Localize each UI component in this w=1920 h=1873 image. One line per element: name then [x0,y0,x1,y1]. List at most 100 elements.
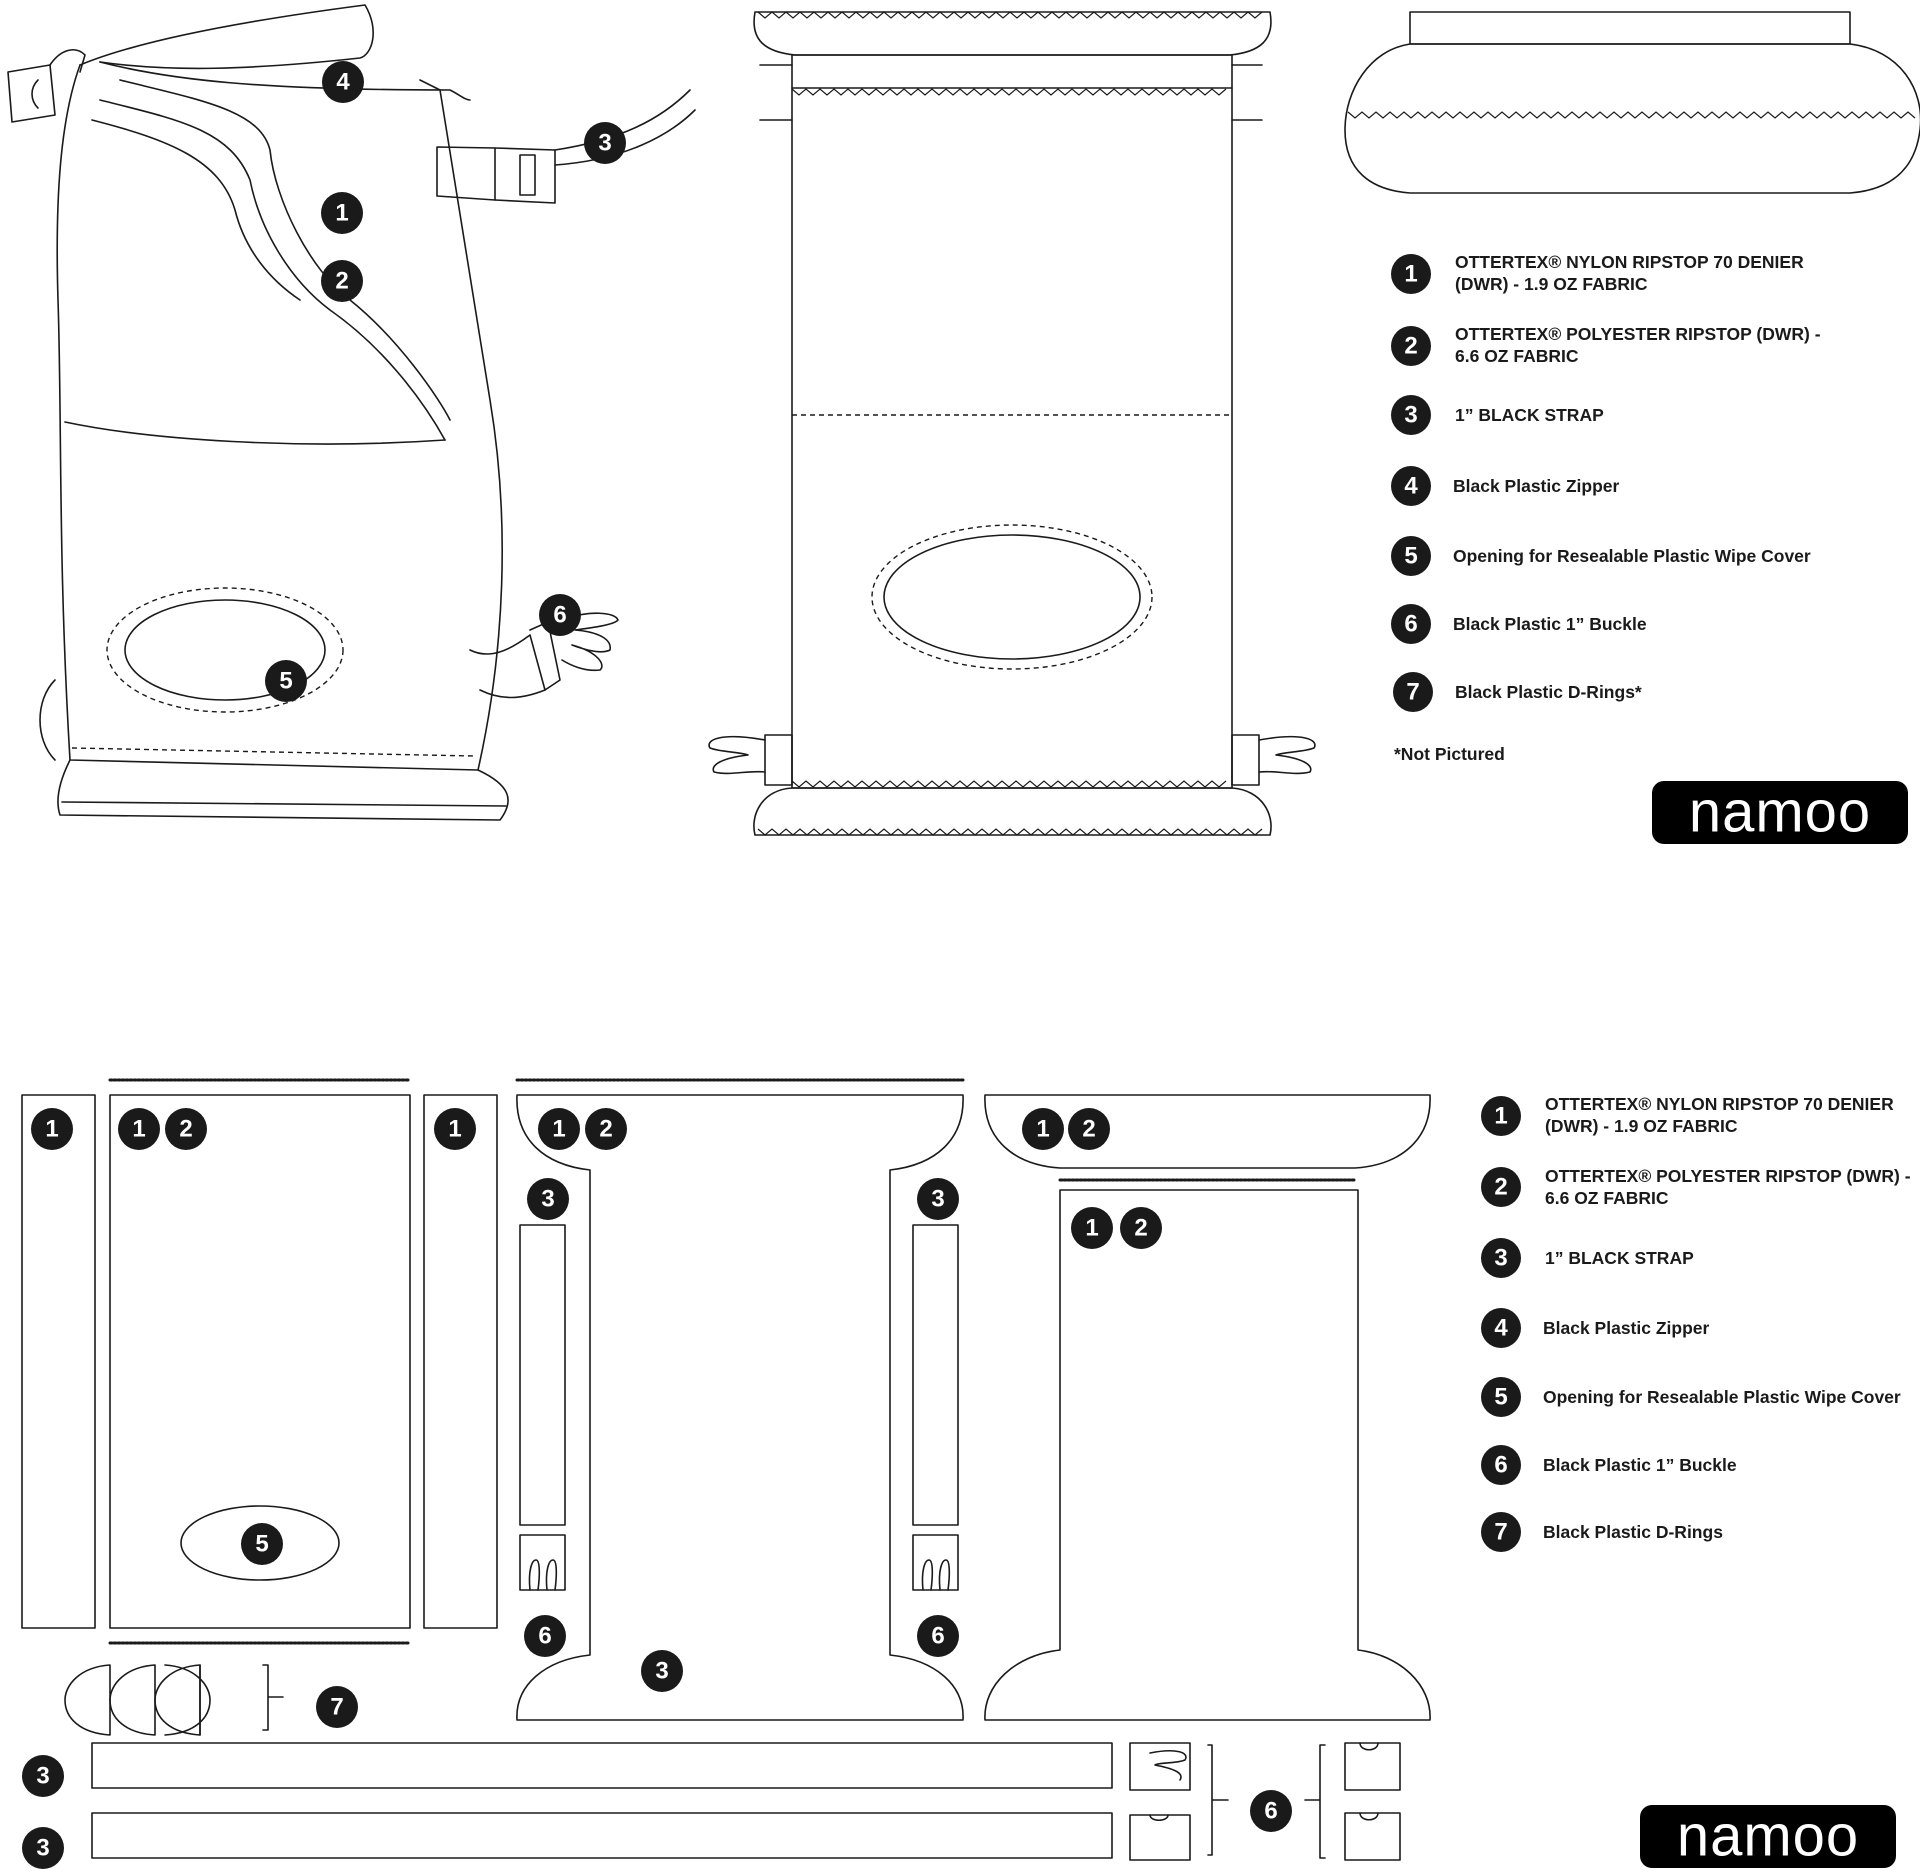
badge-2: 2 [1120,1207,1162,1249]
svg-text:3: 3 [541,1186,554,1213]
svg-text:7: 7 [1406,679,1419,706]
svg-text:Black Plastic 1” Buckle: Black Plastic 1” Buckle [1453,614,1647,634]
svg-text:7: 7 [330,1694,343,1721]
svg-text:6: 6 [931,1623,944,1650]
svg-text:OTTERTEX® POLYESTER RIPSTOP (D: OTTERTEX® POLYESTER RIPSTOP (DWR) - [1545,1166,1911,1186]
badge-3: 3 [917,1178,959,1220]
legend-bottom-item-1: 1 OTTERTEX® NYLON RIPSTOP 70 DENIER (DWR… [1481,1094,1894,1136]
badge-1: 1 [1071,1207,1113,1249]
badge-6: 6 [539,594,581,636]
svg-text:3: 3 [598,130,611,157]
svg-text:(DWR) - 1.9 OZ FABRIC: (DWR) - 1.9 OZ FABRIC [1545,1116,1738,1136]
zigzag-top-2 [791,88,1227,96]
badge-2: 2 [165,1108,207,1150]
svg-text:2: 2 [1404,333,1417,360]
badge-2: 2 [1068,1108,1110,1150]
svg-text:Black Plastic Zipper: Black Plastic Zipper [1543,1318,1710,1338]
svg-text:OTTERTEX® POLYESTER RIPSTOP (D: OTTERTEX® POLYESTER RIPSTOP (DWR) - [1455,324,1821,344]
svg-text:4: 4 [336,69,350,96]
svg-text:OTTERTEX® NYLON RIPSTOP 70 DEN: OTTERTEX® NYLON RIPSTOP 70 DENIER [1455,252,1804,272]
svg-text:5: 5 [279,668,292,695]
svg-text:1: 1 [1404,261,1417,288]
svg-text:Black Plastic D-Rings*: Black Plastic D-Rings* [1455,682,1642,702]
bag-front-view [708,11,1316,836]
svg-text:2: 2 [335,268,348,295]
namoo-logo-bottom: namoo [1640,1804,1896,1869]
svg-text:2: 2 [179,1116,192,1143]
svg-text:1” BLACK STRAP: 1” BLACK STRAP [1545,1248,1694,1268]
svg-text:3: 3 [1494,1245,1507,1272]
badge-6: 6 [1250,1790,1292,1832]
svg-text:4: 4 [1404,473,1418,500]
zigzag-bottom-2 [757,828,1263,836]
svg-text:Black Plastic 1” Buckle: Black Plastic 1” Buckle [1543,1455,1737,1475]
svg-text:Opening for Resealable Plastic: Opening for Resealable Plastic Wipe Cove… [1543,1387,1901,1407]
svg-text:Black Plastic Zipper: Black Plastic Zipper [1453,476,1620,496]
svg-text:2: 2 [1134,1215,1147,1242]
svg-text:Black Plastic D-Rings: Black Plastic D-Rings [1543,1522,1723,1542]
svg-text:(DWR) - 1.9 OZ FABRIC: (DWR) - 1.9 OZ FABRIC [1455,274,1648,294]
zigzag-topview [1347,111,1916,119]
bag-3d-view [7,4,696,821]
svg-text:2: 2 [1082,1116,1095,1143]
svg-text:3: 3 [1404,402,1417,429]
badge-3: 3 [641,1650,683,1692]
legend-top-item-3: 3 1” BLACK STRAP [1391,395,1604,435]
svg-text:1: 1 [1036,1116,1049,1143]
svg-text:3: 3 [36,1835,49,1862]
badge-6: 6 [917,1615,959,1657]
svg-text:3: 3 [36,1763,49,1790]
svg-text:1: 1 [552,1116,565,1143]
svg-text:2: 2 [1494,1174,1507,1201]
legend-bottom-item-5: 5 Opening for Resealable Plastic Wipe Co… [1481,1377,1901,1417]
svg-text:1” BLACK STRAP: 1” BLACK STRAP [1455,405,1604,425]
badge-1: 1 [321,192,363,234]
svg-text:1: 1 [1494,1103,1507,1130]
badge-7: 7 [316,1686,358,1728]
legend-top-item-2: 2 OTTERTEX® POLYESTER RIPSTOP (DWR) - 6.… [1391,324,1821,366]
badge-1: 1 [118,1108,160,1150]
svg-text:3: 3 [655,1658,668,1685]
svg-text:namoo: namoo [1689,780,1871,845]
svg-text:OTTERTEX® NYLON RIPSTOP 70 DEN: OTTERTEX® NYLON RIPSTOP 70 DENIER [1545,1094,1894,1114]
svg-text:6: 6 [538,1623,551,1650]
svg-text:6: 6 [1404,611,1417,638]
legend-top-item-5: 5 Opening for Resealable Plastic Wipe Co… [1391,536,1811,576]
badge-1: 1 [31,1108,73,1150]
svg-text:5: 5 [255,1531,268,1558]
svg-text:4: 4 [1494,1315,1508,1342]
zigzag-top-1 [757,11,1263,19]
legend-bottom: 1 OTTERTEX® NYLON RIPSTOP 70 DENIER (DWR… [1481,1094,1911,1552]
badge-2: 2 [585,1108,627,1150]
svg-text:6.6 OZ FABRIC: 6.6 OZ FABRIC [1455,346,1579,366]
legend-bottom-item-2: 2 OTTERTEX® POLYESTER RIPSTOP (DWR) - 6.… [1481,1166,1911,1208]
legend-bottom-item-7: 7 Black Plastic D-Rings [1481,1512,1723,1552]
legend-footnote: *Not Pictured [1394,744,1505,764]
svg-text:1: 1 [448,1116,461,1143]
svg-text:1: 1 [132,1116,145,1143]
legend-top-item-7: 7 Black Plastic D-Rings* [1393,672,1642,712]
svg-text:5: 5 [1494,1384,1507,1411]
bag-top-view [1344,11,1920,194]
badge-6: 6 [524,1615,566,1657]
legend-bottom-item-6: 6 Black Plastic 1” Buckle [1481,1445,1737,1485]
badge-3: 3 [22,1827,64,1869]
svg-text:1: 1 [335,200,348,227]
badge-5: 5 [265,660,307,702]
legend-bottom-item-3: 3 1” BLACK STRAP [1481,1238,1694,1278]
svg-text:1: 1 [45,1116,58,1143]
badge-3: 3 [22,1755,64,1797]
legend-top-item-6: 6 Black Plastic 1” Buckle [1391,604,1647,644]
badge-3: 3 [527,1178,569,1220]
svg-text:6: 6 [553,602,566,629]
svg-text:7: 7 [1494,1519,1507,1546]
badge-1: 1 [434,1108,476,1150]
svg-text:Opening for Resealable Plastic: Opening for Resealable Plastic Wipe Cove… [1453,546,1811,566]
badge-5: 5 [241,1523,283,1565]
namoo-logo-top: namoo [1652,780,1908,845]
badge-4: 4 [322,61,364,103]
svg-text:6: 6 [1264,1798,1277,1825]
zigzag-bottom-1 [791,780,1227,788]
badge-1: 1 [538,1108,580,1150]
